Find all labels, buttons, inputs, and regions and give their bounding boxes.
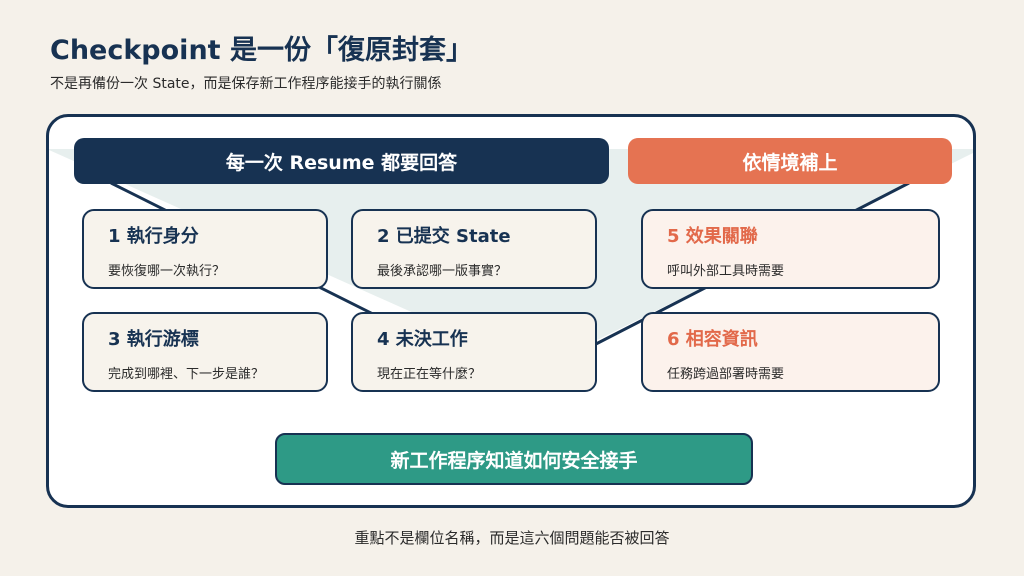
page-title: Checkpoint 是一份「復原封套」 <box>50 35 473 66</box>
card-title: 6 相容資訊 <box>667 329 758 350</box>
card-execution-cursor: 3 執行游標 完成到哪裡、下一步是誰？ <box>82 312 328 392</box>
card-pending-work: 4 未決工作 現在正在等什麼？ <box>351 312 597 392</box>
card-execution-identity: 1 執行身分 要恢復哪一次執行？ <box>82 209 328 289</box>
diagram-panel: 每一次 Resume 都要回答 依情境補上 1 執行身分 要恢復哪一次執行？ 2… <box>46 114 976 508</box>
optional-group-header: 依情境補上 <box>628 138 952 184</box>
card-title: 1 執行身分 <box>108 226 199 247</box>
card-effect-correlation: 5 效果關聯 呼叫外部工具時需要 <box>641 209 940 289</box>
card-description: 要恢復哪一次執行？ <box>108 264 226 279</box>
footer-note: 重點不是欄位名稱，而是這六個問題能否被回答 <box>354 529 670 547</box>
card-description: 呼叫外部工具時需要 <box>667 264 785 279</box>
card-compatibility-info: 6 相容資訊 任務跨過部署時需要 <box>641 312 940 392</box>
card-committed-state: 2 已提交 State 最後承認哪一版事實？ <box>351 209 597 289</box>
card-title: 2 已提交 State <box>377 226 511 247</box>
card-description: 任務跨過部署時需要 <box>667 367 785 382</box>
required-group-header: 每一次 Resume 都要回答 <box>74 138 609 184</box>
result-banner: 新工作程序知道如何安全接手 <box>275 433 753 485</box>
card-description: 最後承認哪一版事實？ <box>377 264 508 279</box>
card-title: 5 效果關聯 <box>667 226 758 247</box>
card-description: 現在正在等什麼？ <box>377 367 482 382</box>
page-subtitle: 不是再備份一次 State，而是保存新工作程序能接手的執行關係 <box>50 76 442 92</box>
card-title: 4 未決工作 <box>377 329 468 350</box>
card-title: 3 執行游標 <box>108 329 199 350</box>
card-description: 完成到哪裡、下一步是誰？ <box>108 367 265 382</box>
